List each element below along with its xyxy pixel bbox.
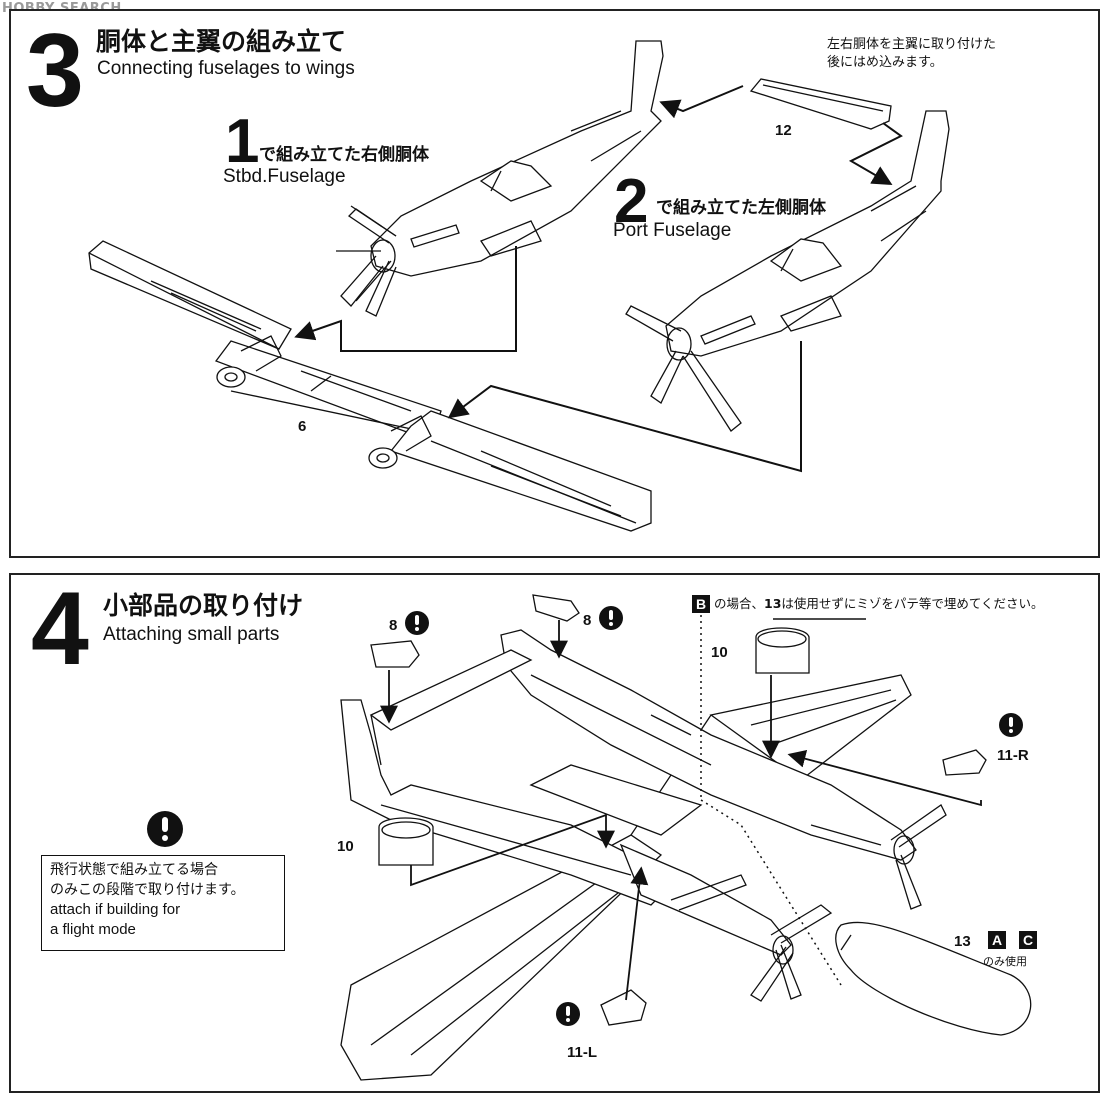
part-number-11r: 11-R — [997, 747, 1029, 764]
flight-mode-note: 飛行状態で組み立てる場合 のみこの段階で取り付けます。 attach if bu… — [41, 855, 285, 951]
step-title-jp: 胴体と主翼の組み立て — [96, 27, 347, 56]
part-number-8b: 8 — [583, 612, 592, 629]
warning-icon — [147, 811, 183, 847]
drop-tank-part-13 — [835, 921, 1032, 1036]
part-8b — [532, 594, 580, 622]
option-b-note: の場合、13は使用せずにミゾをパテ等で埋めてください。 — [714, 596, 1044, 611]
part-number-10a: 10 — [337, 838, 354, 855]
step-number: 4 — [31, 571, 89, 687]
warning-icon — [599, 606, 623, 630]
port-label-jp: で組み立てた左側胴体 — [656, 198, 826, 218]
step-number: 3 — [26, 13, 84, 129]
part-number-wing: 6 — [298, 418, 307, 435]
warning-icon — [556, 1002, 580, 1026]
part-number-13: 13 — [954, 933, 971, 950]
assembled-main-wing — [340, 674, 912, 1081]
port-label-en: Port Fuselage — [613, 220, 732, 241]
option-b-badge: B — [692, 595, 710, 613]
option-a-badge: A — [988, 931, 1006, 949]
part-number-11l: 11-L — [567, 1044, 598, 1061]
main-wing-part-6 — [88, 240, 652, 532]
option-c-badge: C — [1019, 931, 1037, 949]
stbd-step-number: 1 — [225, 107, 260, 176]
step4-diagram — [340, 594, 1032, 1081]
tail-stabilizer — [369, 649, 533, 731]
stbd-label-jp: で組み立てた右側胴体 — [259, 145, 429, 165]
option-b-part: 13 — [764, 596, 782, 611]
step3-diagram — [88, 40, 950, 532]
part-number-stabilizer: 12 — [775, 122, 792, 139]
step-title-en: Connecting fuselages to wings — [97, 58, 355, 79]
stbd-label-en: Stbd.Fuselage — [223, 166, 346, 187]
step3-panel: 3 胴体と主翼の組み立て Connecting fuselages to win… — [9, 9, 1100, 558]
port-step-number: 2 — [614, 167, 649, 236]
step-title-jp: 小部品の取り付け — [103, 591, 304, 620]
stabilizer-part-12 — [749, 78, 892, 130]
part-11l — [600, 989, 647, 1026]
warning-icon — [999, 713, 1023, 737]
part-13-note: のみ使用 — [983, 955, 1027, 968]
part-11r — [942, 749, 987, 776]
stbd-fuselage-assembled — [500, 629, 947, 910]
part-8a — [370, 640, 420, 668]
warning-icon — [405, 611, 429, 635]
step4-panel: 4 小部品の取り付け Attaching small parts B の場合、1… — [9, 573, 1100, 1093]
assembly-note: 左右胴体を主翼に取り付けた 後にはめ込みます。 — [827, 37, 997, 70]
part-number-10b: 10 — [711, 644, 728, 661]
stbd-fuselage — [336, 40, 664, 317]
port-fuselage — [625, 110, 950, 432]
step-title-en: Attaching small parts — [103, 624, 280, 645]
part-number-8a: 8 — [389, 617, 398, 634]
